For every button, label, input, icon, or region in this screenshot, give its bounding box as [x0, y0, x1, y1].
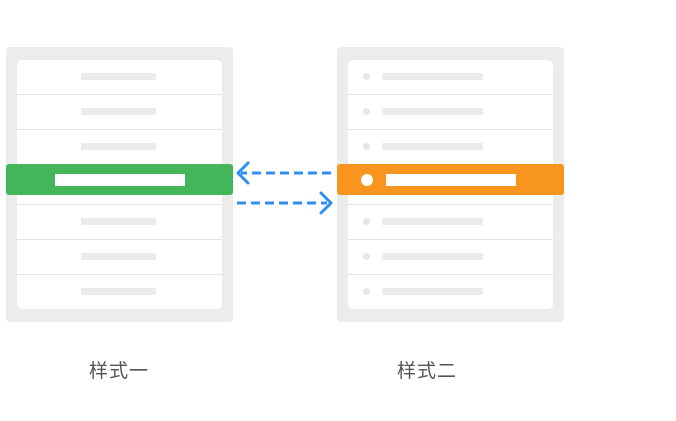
bullet-icon — [363, 143, 370, 150]
placeholder-bar — [382, 218, 483, 225]
list-item-selected-slot — [17, 165, 222, 205]
style-two-selected-item — [337, 164, 564, 195]
list-item — [17, 240, 222, 275]
list-item — [348, 130, 553, 165]
list-item — [348, 205, 553, 240]
style-two-caption: 样式二 — [397, 360, 458, 382]
style-two-panel — [337, 47, 564, 322]
selected-text-bar — [55, 174, 185, 186]
placeholder-bar — [382, 253, 483, 260]
placeholder-bar — [382, 288, 483, 295]
list-item-selected-slot — [348, 165, 553, 205]
placeholder-bar — [81, 73, 156, 80]
bullet-icon — [363, 73, 370, 80]
bullet-icon — [361, 174, 373, 186]
placeholder-bar — [81, 108, 156, 115]
list-item — [17, 205, 222, 240]
arrow-left-icon — [236, 161, 331, 185]
style-one-caption: 样式一 — [89, 360, 150, 382]
list-item — [348, 60, 553, 95]
list-item — [348, 275, 553, 309]
list-item — [17, 60, 222, 95]
list-item — [348, 95, 553, 130]
placeholder-bar — [81, 253, 156, 260]
placeholder-bar — [382, 108, 483, 115]
placeholder-bar — [81, 218, 156, 225]
bullet-icon — [363, 253, 370, 260]
bidirectional-arrows — [236, 161, 333, 215]
placeholder-bar — [382, 73, 483, 80]
bullet-icon — [363, 108, 370, 115]
list-item — [348, 240, 553, 275]
placeholder-bar — [81, 143, 156, 150]
list-item — [17, 130, 222, 165]
list-item — [17, 95, 222, 130]
style-one-selected-item — [6, 164, 233, 195]
placeholder-bar — [382, 143, 483, 150]
style-one-panel — [6, 47, 233, 322]
bullet-icon — [363, 288, 370, 295]
placeholder-bar — [81, 288, 156, 295]
selected-text-bar — [386, 174, 516, 186]
arrow-right-icon — [237, 191, 333, 215]
list-item — [17, 275, 222, 309]
bullet-icon — [363, 218, 370, 225]
